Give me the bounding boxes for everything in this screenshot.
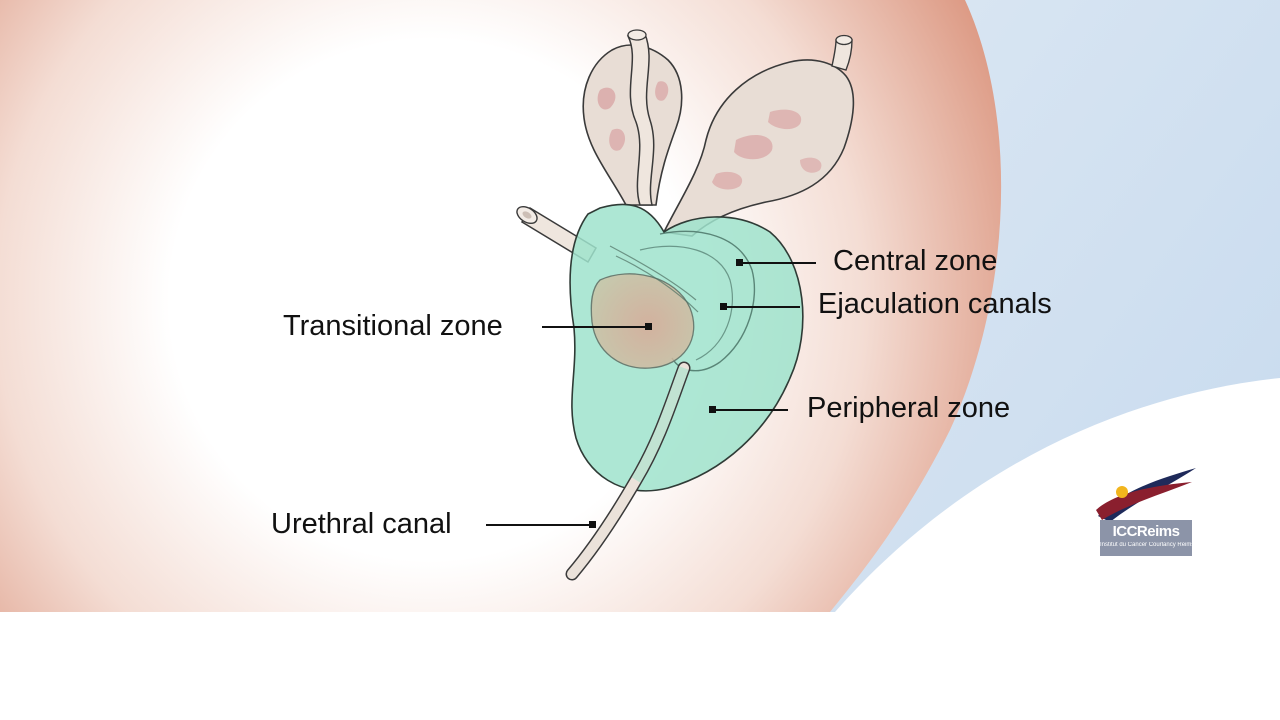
bottom-band xyxy=(0,612,1280,720)
central-zone-label: Central zone xyxy=(833,245,998,277)
leader-urethral xyxy=(486,521,596,528)
leader-transitional xyxy=(542,323,652,330)
central-zone-outline xyxy=(659,230,756,372)
ejaculatory-ducts xyxy=(609,245,699,313)
inner-zone-outline xyxy=(639,245,733,361)
logo-text-box: ICCReims Institut du Cancer Courlancy Re… xyxy=(1100,520,1192,556)
leader-central xyxy=(736,259,816,266)
iccreims-logo: ICCReims Institut du Cancer Courlancy Re… xyxy=(1092,460,1204,560)
ejaculation-canals-label: Ejaculation canals xyxy=(818,288,1052,320)
leader-ejaculation xyxy=(720,303,800,310)
leader-peripheral xyxy=(709,406,788,413)
logo-swoosh-icon xyxy=(1096,468,1196,522)
logo-name: ICCReims xyxy=(1112,523,1180,540)
left-seminal-vesicle xyxy=(582,29,683,206)
logo-subtitle: Institut du Cancer Courlancy Reims xyxy=(1100,542,1192,548)
transitional-zone-shape xyxy=(590,273,695,369)
transitional-zone-label: Transitional zone xyxy=(283,310,503,342)
urethral-canal-label: Urethral canal xyxy=(271,508,452,540)
peripheral-zone-label: Peripheral zone xyxy=(807,392,1011,424)
right-seminal-vesicle xyxy=(662,34,855,237)
